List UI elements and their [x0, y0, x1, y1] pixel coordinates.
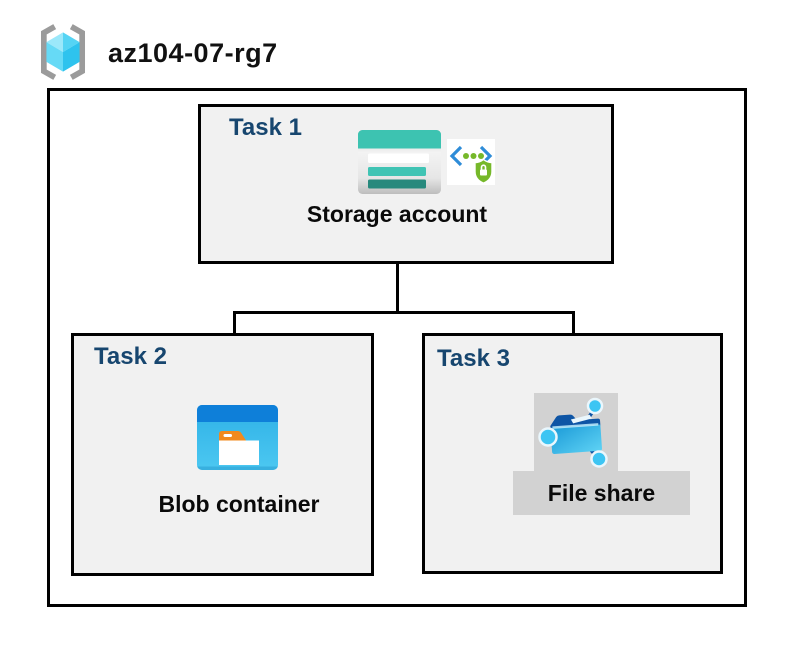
task3-resource-label: File share [513, 471, 690, 515]
blob-container-icon [197, 405, 278, 470]
storage-account-icon [358, 130, 441, 194]
file-share-icon [534, 393, 618, 478]
task2-resource-label: Blob container [158, 491, 320, 517]
task1-label: Task 1 [229, 114, 302, 141]
connector-storage-stem [396, 233, 399, 313]
fileshare-icon-backdrop [534, 393, 618, 473]
task1-resource-label: Storage account [306, 201, 488, 227]
connector-horizontal [233, 311, 575, 314]
resource-group-icon [37, 23, 89, 81]
task3-box: Task 3 [422, 333, 723, 574]
task1-box: Task 1 [198, 104, 614, 264]
task2-box: Task 2 Blob container [71, 333, 374, 576]
task2-label: Task 2 [94, 343, 167, 370]
task3-label: Task 3 [437, 345, 510, 372]
shared-access-signature-icon [447, 139, 495, 185]
resource-group-title: az104-07-rg7 [108, 38, 278, 68]
